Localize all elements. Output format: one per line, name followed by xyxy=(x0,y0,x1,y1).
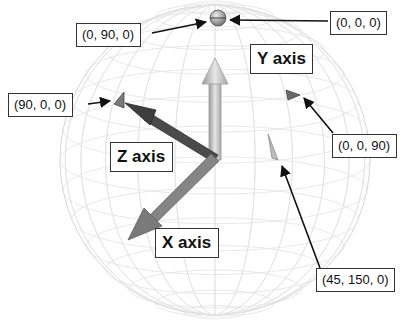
axis-label: Z axis xyxy=(110,142,173,172)
coordinate-text: (0, 0, 0) xyxy=(336,15,381,31)
longitude-line xyxy=(105,5,324,315)
coordinate-callout: (0, 0, 0) xyxy=(330,11,387,35)
coordinate-callout: (45, 150, 0) xyxy=(316,268,395,292)
axis-label: Y axis xyxy=(250,44,313,74)
longitude-line xyxy=(81,5,349,315)
coordinate-text: (90, 0, 0) xyxy=(14,97,67,113)
axis-name: X axis xyxy=(162,233,212,253)
longitude-line xyxy=(105,5,324,315)
coordinate-text: (0, 90, 0) xyxy=(82,27,135,43)
coordinate-callout: (0, 90, 0) xyxy=(76,23,141,47)
axis-label: X axis xyxy=(155,228,219,258)
coordinate-callout: (90, 0, 0) xyxy=(8,93,73,117)
longitude-line xyxy=(81,5,349,315)
coordinate-text: (45, 150, 0) xyxy=(322,272,389,288)
axis-name: Z axis xyxy=(117,147,166,167)
coordinate-text: (0, 0, 90) xyxy=(338,138,391,154)
axis-name: Y axis xyxy=(257,49,306,69)
orientation-objects xyxy=(114,10,300,160)
y-axis-arrow xyxy=(202,58,228,160)
coordinate-callout: (0, 0, 90) xyxy=(332,134,397,158)
leader-lines xyxy=(88,20,333,268)
